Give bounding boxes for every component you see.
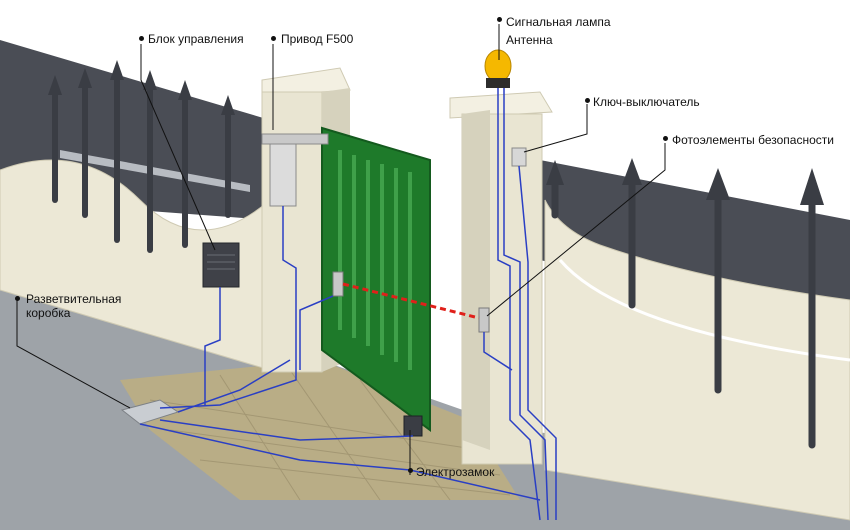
paving-grid: [149, 369, 511, 501]
safety-beam: [342, 282, 480, 320]
key-switch-icon: [511, 147, 527, 167]
lamp-base-icon: [486, 78, 510, 88]
label-control-unit: Блок управления: [148, 32, 244, 46]
control-box-icon: [202, 242, 240, 288]
left-pickets: [52, 77, 231, 253]
label-antenna: Антенна: [506, 33, 553, 47]
drive-arm-icon: [261, 133, 329, 145]
photocell-gate-icon: [332, 271, 344, 297]
right-wall: [544, 199, 850, 521]
warning-lamp-icon: [484, 49, 512, 83]
control-box-vents: [207, 254, 235, 270]
right-pillar-side: [462, 110, 490, 450]
photocell-icon: [478, 307, 490, 333]
label-signal-lamp: Сигнальная лампа: [506, 15, 611, 29]
key-switch-marker: [585, 98, 590, 103]
lock-marker: [408, 468, 413, 473]
drive-f500-icon: [269, 139, 297, 207]
fence-backdrop-right: [540, 160, 850, 330]
leader-lines: [16, 24, 666, 475]
label-drive: Привод F500: [281, 32, 354, 46]
lock-icon: [403, 415, 423, 437]
gate-leaf: [321, 126, 431, 432]
left-picket-tips: [48, 60, 235, 115]
gate-bars: [338, 150, 412, 370]
label-electric-lock: Электрозамок: [416, 465, 495, 479]
right-picket-tips: [546, 158, 824, 205]
lamp-marker: [497, 17, 502, 22]
wiring: [139, 88, 557, 521]
right-wall-curve: [558, 259, 850, 362]
paving-area: [120, 360, 520, 500]
label-junction-box: Разветвительная коробка: [26, 292, 122, 320]
right-pickets: [551, 181, 816, 449]
drive-marker: [271, 36, 276, 41]
right-pillar-top: [449, 91, 553, 119]
photocells-marker: [663, 136, 668, 141]
junction-marker: [15, 296, 20, 301]
fence-rail-left: [60, 150, 250, 192]
label-key-switch: Ключ-выключатель: [593, 95, 700, 109]
control-unit-marker: [139, 36, 144, 41]
label-photocells: Фотоэлементы безопасности: [672, 133, 834, 147]
